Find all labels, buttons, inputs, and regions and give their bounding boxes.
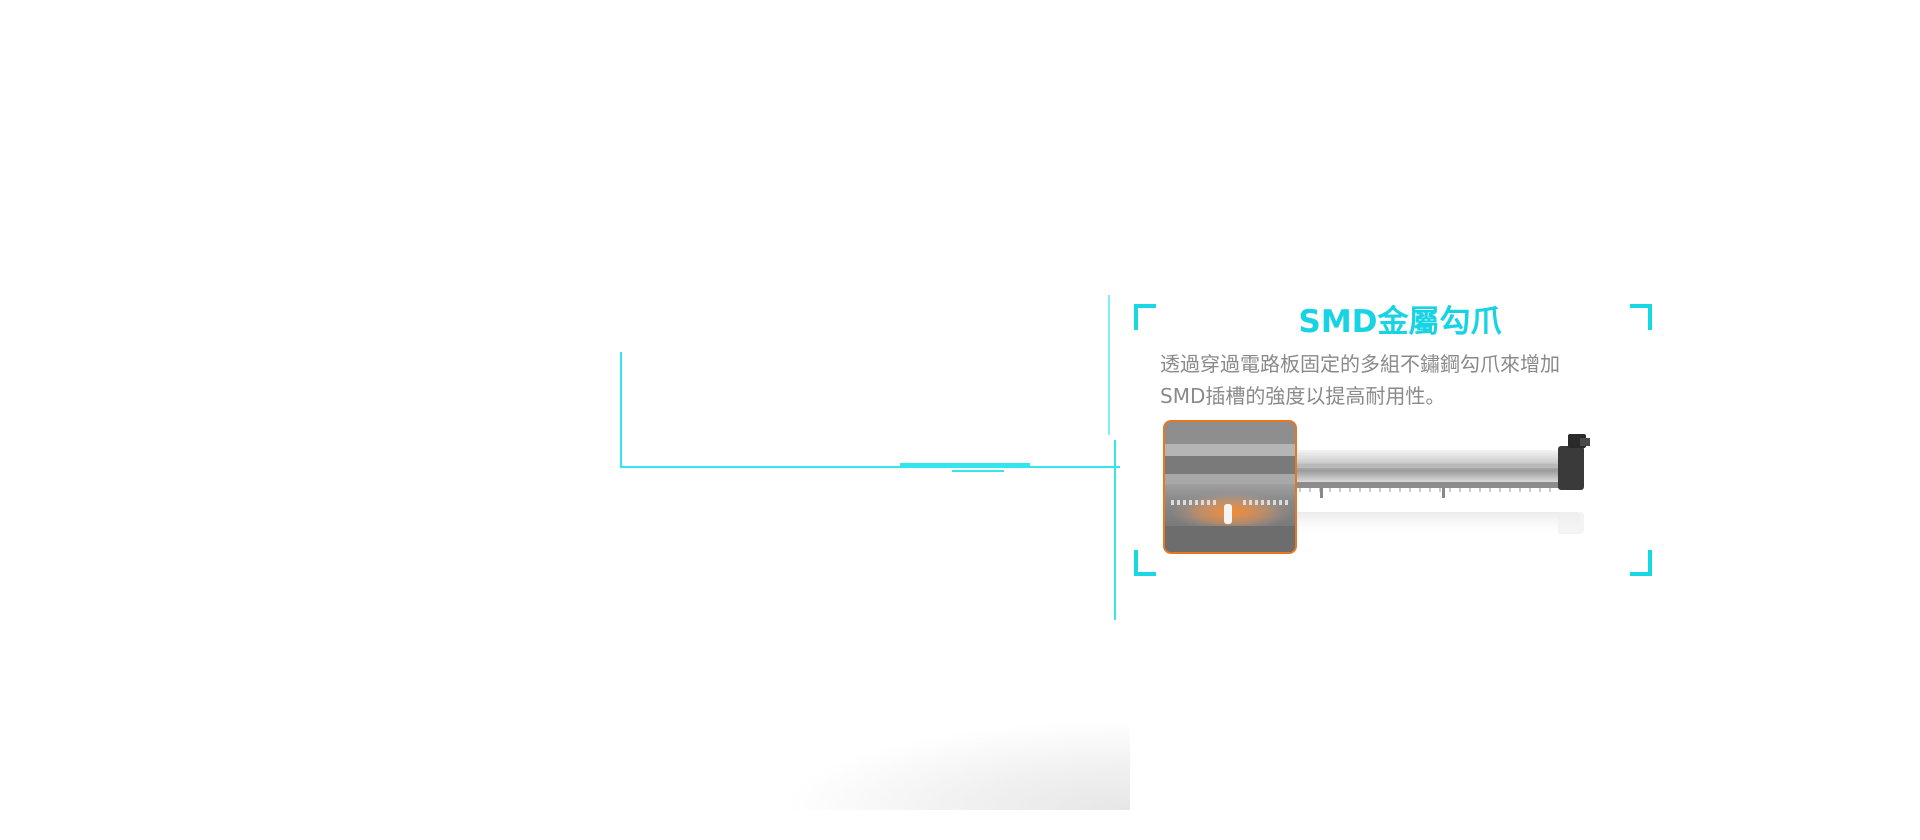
leader-line-horizontal <box>620 466 1120 468</box>
metal-hook-closeup-image <box>1163 420 1297 554</box>
feature-description: 透過穿過電路板固定的多組不鏽鋼勾爪來增加 SMD插槽的強度以提高耐用性。 <box>1160 348 1600 412</box>
corner-bracket-icon <box>1630 304 1652 330</box>
feature-description-line: 透過穿過電路板固定的多組不鏽鋼勾爪來增加 <box>1160 352 1560 376</box>
leader-line-panel-edge <box>1114 440 1116 620</box>
leader-line-accent <box>900 463 1030 466</box>
background-mask <box>1130 700 1330 820</box>
pcie-riser-slot-image <box>1290 434 1590 538</box>
metal-hook-closeup-graphic <box>1165 422 1295 552</box>
leader-line-accent-small <box>952 470 1004 472</box>
leader-line-panel-edge-top <box>1108 295 1110 435</box>
corner-bracket-icon <box>1134 550 1156 576</box>
background-swoosh <box>780 720 1130 810</box>
feature-description-line: SMD插槽的強度以提高耐用性。 <box>1160 384 1446 408</box>
corner-bracket-icon <box>1134 304 1156 330</box>
corner-bracket-icon <box>1630 550 1652 576</box>
leader-line-left-vertical <box>620 352 622 468</box>
feature-title: SMD金屬勾爪 <box>1298 304 1502 340</box>
